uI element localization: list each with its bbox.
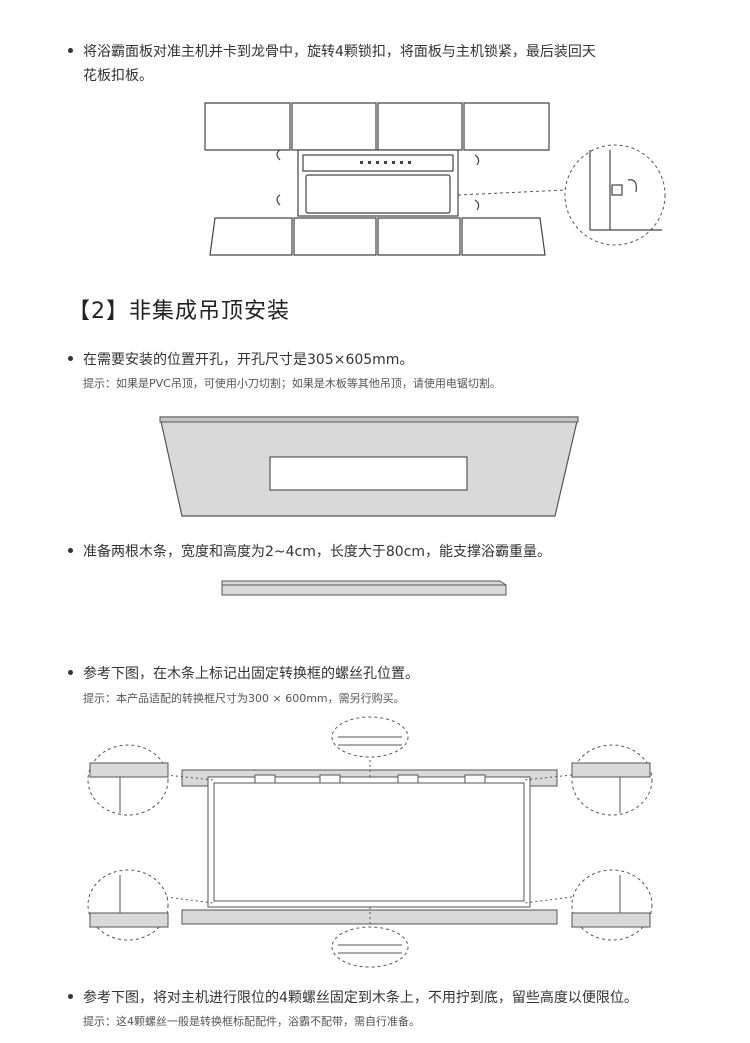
ceiling-tile [463,102,550,151]
zoom-bottom-right [571,869,653,941]
bullet-dot [68,669,73,675]
control-buttons [360,161,411,164]
step-mark-holes-tip: 提示：本产品适配的转换框尺寸为300 × 600mm，需另行购买。 [83,692,405,705]
step-lock-panel-line1: 将浴霸面板对准主机并卡到龙骨中，旋转4颗锁扣，将面板与主机锁紧，最后装回天 [83,44,596,60]
zoom-top-right [571,744,653,816]
zoom-bottom-left [87,869,169,941]
step-cut-hole-text: 在需要安装的位置开孔，开孔尺寸是305×605mm。 [83,352,414,368]
wood-strip-illustration [221,580,507,596]
step-mark-holes-text: 参考下图，在木条上标记出固定转换框的螺丝孔位置。 [83,666,419,682]
step-cut-hole-tip: 提示：如果是PVC吊顶，可使用小刀切割；如果是木板等其他吊顶，请使用电锯切割。 [83,377,501,390]
rotate-arrows [276,149,480,211]
bullet-dot [68,547,73,553]
step-lock-panel-text: 将浴霸面板对准主机并卡到龙骨中，旋转4颗锁扣，将面板与主机锁紧，最后装回天 花板… [68,40,718,88]
ceiling-tile [377,217,461,256]
cut-hole [269,456,468,491]
heater-grille [305,174,451,214]
conversion-frame [207,776,531,908]
ceiling-tile [291,102,377,151]
ceiling-tile [377,102,463,151]
step-prepare-wood: 准备两根木条，宽度和高度为2~4cm，长度大于80cm，能支撑浴霸重量。 [68,540,551,564]
step-lock-panel-line2: 花板扣板。 [83,68,153,84]
ceiling-tile [204,102,291,151]
zoom-bottom-center [331,926,409,968]
bullet-dot [68,355,73,361]
ceiling-tile [461,217,546,256]
wood-strip [221,580,507,596]
bullet-dot [68,47,73,53]
ceiling-panel-illustration [204,102,666,256]
zoom-top-left [87,744,169,816]
section-heading: 【2】非集成吊顶安装 [68,299,290,324]
step-mark-holes: 参考下图，在木条上标记出固定转换框的螺丝孔位置。 [68,662,419,686]
ceiling-tile [293,217,377,256]
ceiling-hole-illustration [159,416,579,517]
bullet-dot [68,993,73,999]
step-fix-screws-text: 参考下图，将对主机进行限位的4颗螺丝固定到木条上，不用拧到底，留些高度以便限位。 [83,990,638,1006]
step-prepare-wood-text: 准备两根木条，宽度和高度为2~4cm，长度大于80cm，能支撑浴霸重量。 [83,544,552,560]
frame-marking-illustration [87,716,653,968]
step-fix-screws: 参考下图，将对主机进行限位的4颗螺丝固定到木条上，不用拧到底，留些高度以便限位。 [68,986,638,1010]
step-cut-hole: 在需要安装的位置开孔，开孔尺寸是305×605mm。 [68,348,413,372]
ceiling-tile [209,217,293,256]
step-fix-screws-tip: 提示：这4颗螺丝一般是转换框标配配件，浴霸不配带，需自行准备。 [83,1015,420,1028]
zoom-leader-line [457,189,567,196]
